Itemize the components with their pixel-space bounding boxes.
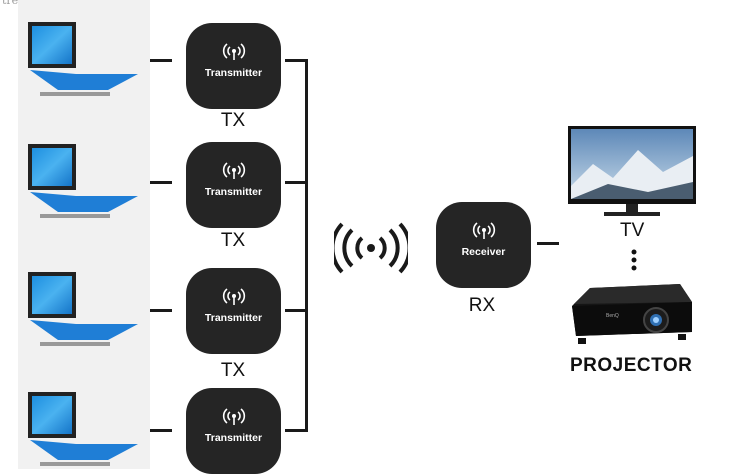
- tx-caption-3: TX: [220, 360, 246, 381]
- wireless-signal-icon: [334, 222, 408, 274]
- antenna-signal-icon: [222, 408, 246, 425]
- bracket-vertical: [305, 59, 308, 432]
- ellipsis-dots: [631, 249, 637, 271]
- laptop-2-icon: [28, 144, 138, 218]
- receiver-label: Receiver: [461, 246, 506, 258]
- projector-brand: BenQ: [606, 313, 619, 319]
- bracket-tick-3: [285, 309, 307, 312]
- tv-label: TV: [620, 220, 645, 241]
- transmitter-1: Transmitter: [186, 23, 281, 109]
- transmitter-4: Transmitter: [186, 388, 281, 474]
- bracket-tick-1: [285, 59, 307, 62]
- antenna-signal-icon: [222, 43, 246, 60]
- antenna-signal-icon: [222, 288, 246, 305]
- antenna-signal-icon: [472, 222, 496, 239]
- projector-icon: BenQ: [572, 284, 692, 344]
- tx-caption-2: TX: [220, 230, 246, 251]
- laptop-3-icon: [28, 272, 138, 346]
- link-laptop-3: [150, 309, 172, 312]
- transmitter-2: Transmitter: [186, 142, 281, 228]
- transmitter-label: Transmitter: [204, 67, 263, 79]
- antenna-signal-icon: [222, 162, 246, 179]
- receiver: Receiver: [436, 202, 531, 288]
- bracket-tick-2: [285, 181, 307, 184]
- projector-label: PROJECTOR: [570, 355, 693, 376]
- link-laptop-2: [150, 181, 172, 184]
- transmitter-label: Transmitter: [204, 186, 263, 198]
- transmitter-label: Transmitter: [204, 312, 263, 324]
- link-laptop-4: [150, 429, 172, 432]
- bracket-tick-4: [285, 429, 307, 432]
- laptop-4-icon: [28, 392, 138, 466]
- laptops-group: [28, 22, 138, 466]
- rx-caption: RX: [468, 295, 496, 316]
- transmitter-label: Transmitter: [204, 432, 263, 444]
- tv-icon: [568, 126, 696, 216]
- tx-caption-1: TX: [220, 110, 246, 131]
- link-receiver-output: [537, 242, 559, 245]
- link-laptop-1: [150, 59, 172, 62]
- laptop-1-icon: [28, 22, 138, 96]
- transmitter-3: Transmitter: [186, 268, 281, 354]
